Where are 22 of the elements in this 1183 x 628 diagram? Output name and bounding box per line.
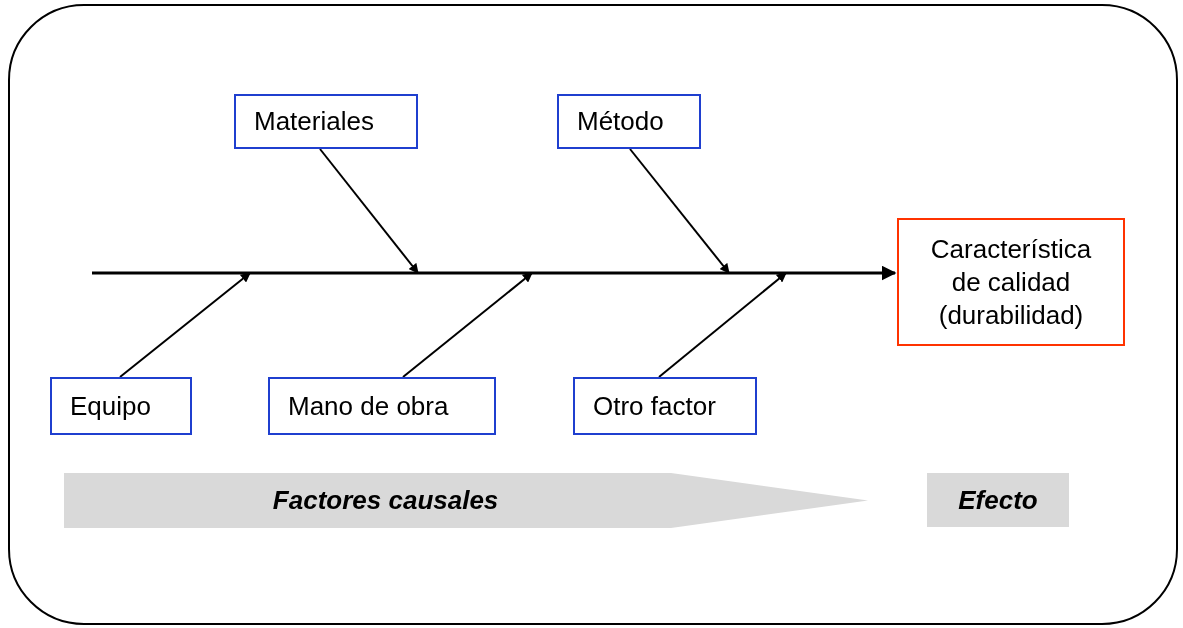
node-label: Materiales [254, 105, 374, 138]
cause-box [234, 94, 418, 149]
arrow [119, 272, 251, 378]
effect-box [897, 218, 1125, 346]
arrow [402, 272, 533, 378]
node-label: Equipo [70, 389, 151, 423]
node-label: Otro factor [593, 389, 716, 423]
node-label: Mano de obra [288, 389, 449, 423]
band-label: Efecto [958, 483, 1038, 517]
node-label: Característica de calidad (durabilidad) [929, 232, 1093, 332]
cause-box [50, 377, 192, 435]
arrow-band [64, 473, 868, 528]
cause-box [573, 377, 757, 435]
cause-box [557, 94, 701, 149]
spine-arrow [92, 265, 897, 281]
node-label: Método [577, 105, 664, 138]
effect-band [927, 473, 1069, 527]
arrow [629, 148, 730, 274]
band-label: Factores causales [272, 484, 499, 517]
arrow [658, 272, 787, 378]
arrow [319, 148, 419, 274]
cause-box [268, 377, 496, 435]
